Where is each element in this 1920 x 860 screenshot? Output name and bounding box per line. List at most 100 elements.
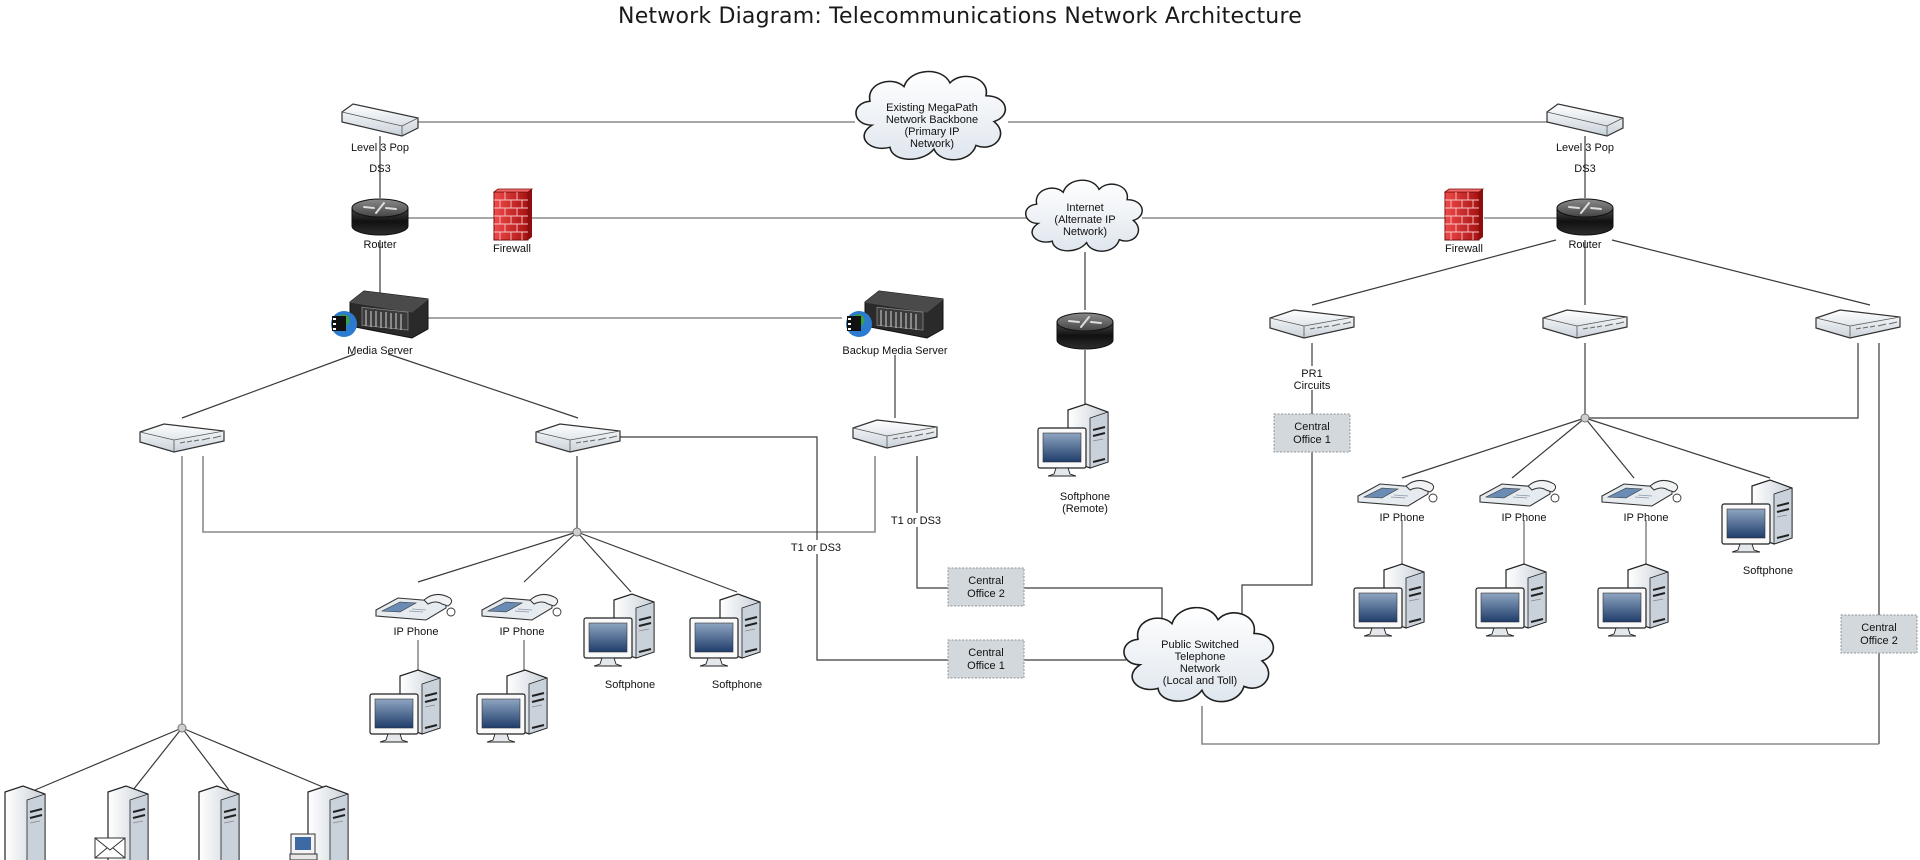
central-office-2-mid[interactable] [947, 567, 1025, 607]
cloud-pstn-line2: Telephone [1175, 651, 1226, 663]
link-switch-c-co2-mid [916, 456, 948, 589]
ip-phone-icon [1479, 479, 1560, 507]
central-office-2-right[interactable] [1840, 614, 1918, 654]
firewall-right-label: Firewall [1445, 243, 1483, 255]
link-router-right-switch-d [1311, 239, 1557, 306]
pc-left-1[interactable] [369, 669, 441, 743]
pc-right-1[interactable] [1353, 563, 1425, 637]
softphone-remote[interactable] [1037, 403, 1109, 477]
switch-icon [1815, 309, 1901, 339]
pop-right-label: Level 3 Pop [1556, 142, 1614, 154]
level3-pop-left[interactable] [341, 103, 419, 137]
pr1-line1: PR1 [1301, 368, 1322, 380]
co1-right-line1: Central [1294, 421, 1329, 433]
link-hub-b-switch-c [577, 456, 876, 533]
switch-a[interactable] [139, 423, 225, 453]
server-1[interactable] [4, 785, 46, 860]
link-co2-mid-pstn [1024, 587, 1163, 622]
server-icon [198, 785, 240, 860]
link-hub-switch-f [1585, 343, 1859, 419]
server-icon [4, 785, 46, 860]
envelope-icon [94, 837, 126, 859]
desktop-pc-icon [1353, 563, 1425, 637]
switch-icon [1269, 309, 1355, 339]
hub-b-fanout [417, 531, 738, 593]
link-co1-right-pstn [1241, 452, 1313, 618]
link-co2-right-pstn [1201, 706, 1879, 745]
softphone-remote-line1: Softphone [1060, 491, 1110, 503]
ip-phone-left-1-label: IP Phone [393, 626, 438, 638]
router-right[interactable] [1556, 198, 1614, 236]
ip-phone-right-1[interactable] [1357, 479, 1438, 507]
softphone-left-2[interactable] [689, 593, 761, 667]
cloud-megapath-line3: (Primary IP [905, 126, 960, 138]
cloud-pstn-line3: Network [1180, 663, 1221, 675]
ip-phone-right-1-label: IP Phone [1379, 512, 1424, 524]
router-left[interactable] [351, 198, 409, 236]
ip-phone-right-3[interactable] [1601, 479, 1682, 507]
router-left-label: Router [363, 239, 396, 251]
ip-phone-left-1[interactable] [375, 593, 456, 621]
link-router-right-switch-f [1611, 239, 1871, 306]
desktop-pc-icon [369, 669, 441, 743]
central-office-1-right[interactable] [1273, 413, 1351, 453]
desktop-pc-icon [689, 593, 761, 667]
pc-left-2[interactable] [476, 669, 548, 743]
ip-phone-left-2[interactable] [481, 593, 562, 621]
desktop-pc-icon [1037, 403, 1109, 477]
pc-right-2[interactable] [1475, 563, 1547, 637]
ip-phone-right-3-label: IP Phone [1623, 512, 1668, 524]
media-server-icon [330, 290, 429, 339]
hub-node-b [572, 527, 582, 537]
softphone-left-2-label: Softphone [712, 679, 762, 691]
ip-phone-icon [1601, 479, 1682, 507]
co2-mid-line1: Central [968, 575, 1003, 587]
cloud-internet-line3: Network) [1063, 226, 1107, 238]
ip-phone-icon [481, 593, 562, 621]
router-remote[interactable] [1056, 312, 1114, 350]
switch-b[interactable] [535, 423, 621, 453]
desktop-pc-icon [476, 669, 548, 743]
switch-icon [1542, 309, 1628, 339]
co2-right-line1: Central [1861, 622, 1896, 634]
switch-d[interactable] [1269, 309, 1355, 339]
ip-phone-icon [1357, 479, 1438, 507]
softphone-right[interactable] [1721, 479, 1793, 553]
diagram-title: Network Diagram: Telecommunications Netw… [618, 4, 1302, 29]
link-switch-b-co1-mid [620, 436, 948, 661]
backup-media-server[interactable] [845, 290, 944, 339]
firewall-left[interactable] [493, 188, 533, 241]
switch-e[interactable] [1542, 309, 1628, 339]
co2-mid-line2: Office 2 [967, 588, 1005, 600]
link-switch-a-hub-b [202, 456, 577, 533]
hub-node-right [1580, 413, 1590, 423]
router-icon [1056, 312, 1114, 350]
cloud-pstn-line4: (Local and Toll) [1163, 675, 1237, 687]
link-label-t1-ds3-a: T1 or DS3 [791, 542, 841, 554]
softphone-left-1[interactable] [583, 593, 655, 667]
media-server[interactable] [330, 290, 429, 339]
cloud-megapath-line2: Network Backbone [886, 114, 978, 126]
level3-pop-right[interactable] [1546, 103, 1624, 137]
pop-icon [341, 103, 419, 137]
switch-f[interactable] [1815, 309, 1901, 339]
switch-icon [535, 423, 621, 453]
central-office-1-mid[interactable] [947, 639, 1025, 679]
cloud-megapath-line4: Network) [910, 138, 954, 150]
co2-right-line2: Office 2 [1860, 635, 1898, 647]
firewall-right[interactable] [1444, 188, 1484, 241]
hub-right-fanout [1401, 417, 1771, 479]
router-icon [1556, 198, 1614, 236]
firewall-left-label: Firewall [493, 243, 531, 255]
ds3-left-label: DS3 [369, 163, 390, 175]
switch-c[interactable] [852, 419, 938, 449]
ip-phone-right-2[interactable] [1479, 479, 1560, 507]
cloud-internet-line1: Internet [1066, 202, 1103, 214]
server-4-terminal[interactable] [289, 785, 349, 860]
pc-right-3[interactable] [1597, 563, 1669, 637]
server-2-mail[interactable] [94, 785, 149, 860]
ip-phone-left-2-label: IP Phone [499, 626, 544, 638]
co1-mid-line2: Office 1 [967, 660, 1005, 672]
link-media-switch-a [181, 353, 356, 419]
server-3[interactable] [198, 785, 240, 860]
